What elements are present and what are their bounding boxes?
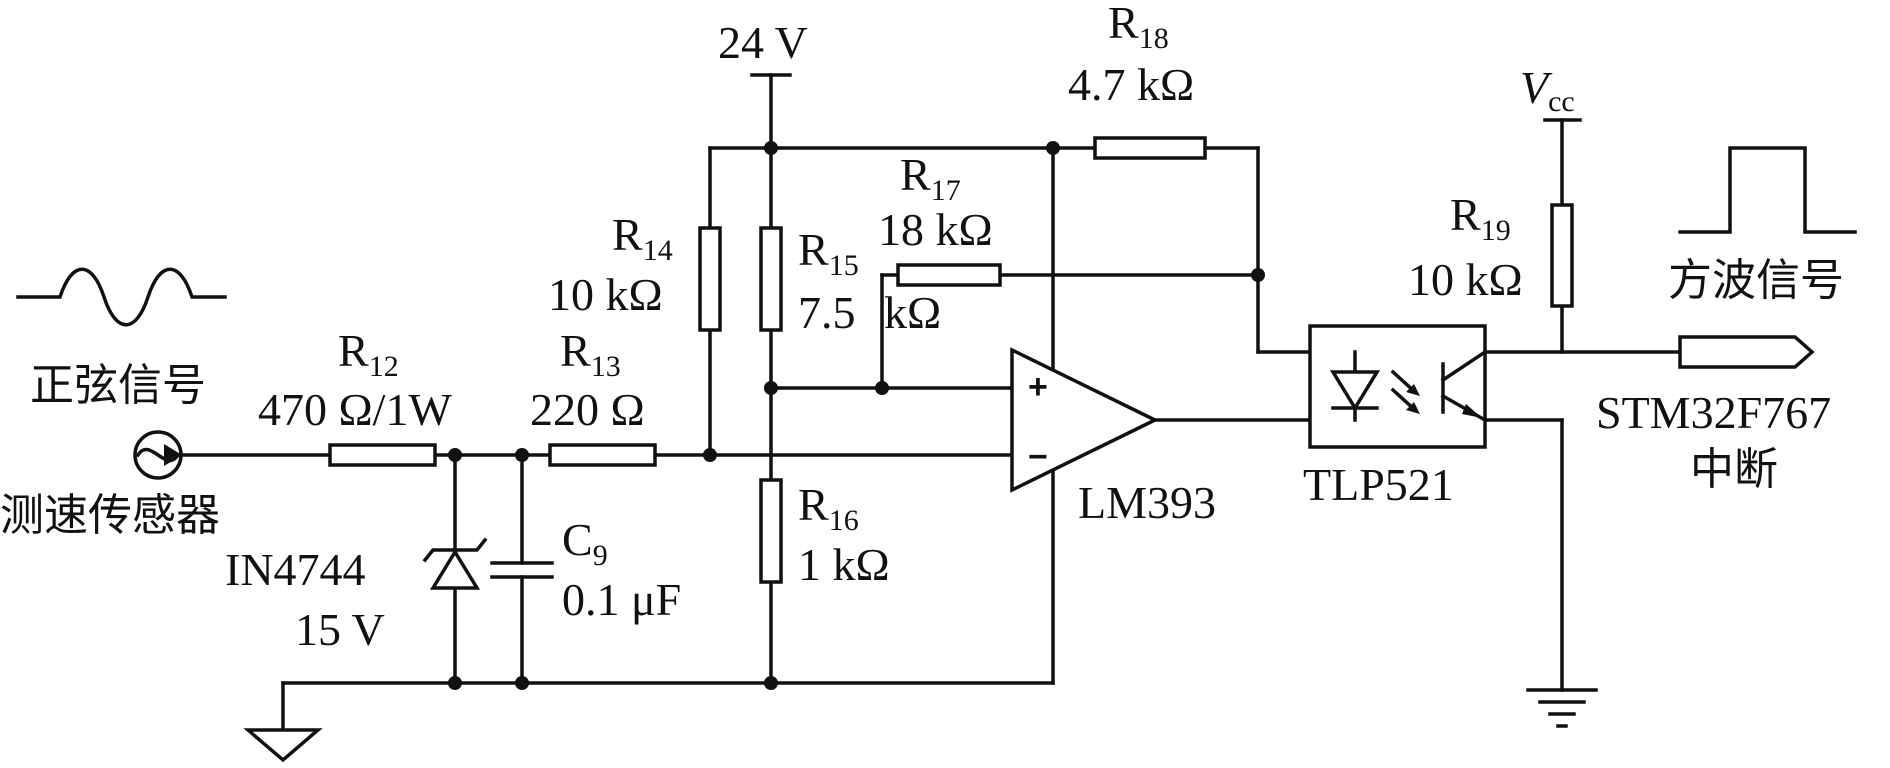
- ground-icon: [243, 728, 323, 763]
- resistor-r17: [896, 263, 1002, 287]
- vcc-label: Vcc: [1520, 62, 1575, 118]
- capacitor-c9: [490, 561, 554, 579]
- r16-name: R16: [798, 479, 859, 537]
- resistor-r19: [1550, 203, 1574, 308]
- resistor-r15: [759, 226, 783, 332]
- resistor-r18: [1093, 136, 1207, 160]
- r18-value: 4.7 kΩ: [1068, 59, 1194, 110]
- c9-name: C9: [562, 514, 608, 572]
- comparator-minus-sign: −: [1028, 438, 1048, 476]
- resistor-r16: [759, 478, 783, 584]
- r18-name: R18: [1108, 0, 1169, 55]
- comparator-lm393: [1010, 347, 1159, 493]
- r12-value: 470 Ω/1W: [258, 384, 452, 435]
- resistor-r12: [328, 443, 437, 467]
- speed-sensor-label: 测速传感器: [0, 490, 220, 541]
- resistor-r14: [698, 226, 722, 332]
- zener-voltage-label: 15 V: [295, 604, 385, 655]
- r16-value: 1 kΩ: [798, 539, 890, 590]
- earth-ground-icon: [1526, 688, 1598, 728]
- r19-value: 10 kΩ: [1408, 254, 1523, 305]
- comparator-part-label: LM393: [1078, 477, 1216, 528]
- comparator-plus-sign: +: [1028, 368, 1048, 406]
- sine-wave-icon: [16, 267, 227, 327]
- square-wave-label: 方波信号: [1668, 255, 1844, 306]
- optocoupler-part-label: TLP521: [1303, 459, 1454, 510]
- zener-part-label: IN4744: [225, 544, 366, 595]
- resistor-r13: [548, 443, 657, 467]
- optocoupler-tlp521: [1308, 324, 1488, 449]
- mcu-label: STM32F767: [1596, 387, 1831, 438]
- sine-signal-label: 正弦信号: [30, 360, 206, 411]
- r14-name: R14: [612, 209, 673, 267]
- junctions: [448, 141, 1265, 690]
- r15-value-number: 7.5: [798, 287, 856, 338]
- r12-name: R12: [338, 325, 399, 383]
- output-connector: [1678, 335, 1815, 369]
- r17-name: R17: [900, 149, 961, 207]
- zener-diode: [422, 537, 488, 590]
- speed-sensor: [133, 430, 183, 480]
- r17-value: 18 kΩ: [878, 204, 993, 255]
- r14-value: 10 kΩ: [548, 269, 663, 320]
- r19-name: R19: [1450, 189, 1511, 247]
- interrupt-label: 中断: [1690, 444, 1778, 495]
- r15-value-unit: kΩ: [884, 287, 941, 338]
- r13-value: 220 Ω: [530, 384, 645, 435]
- square-wave-icon: [1678, 146, 1857, 234]
- c9-value: 0.1 μF: [562, 574, 681, 625]
- r13-name: R13: [560, 325, 621, 383]
- r15-name: R15: [798, 224, 859, 282]
- supply-label: 24 V: [718, 17, 808, 68]
